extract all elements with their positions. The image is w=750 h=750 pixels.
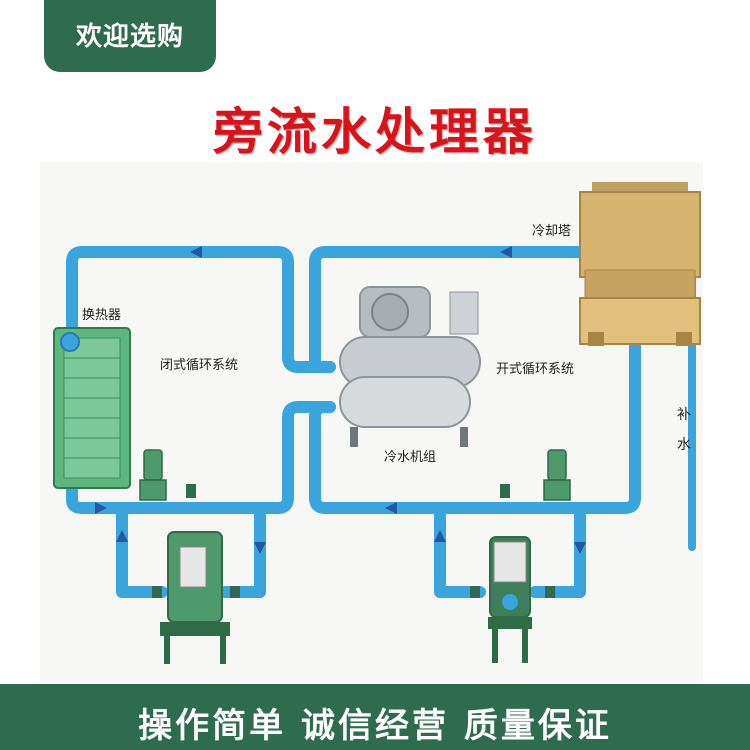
open-loop-bottom-pipe [309, 336, 641, 514]
flow-arrow [116, 530, 128, 542]
side-stream-processor-right [488, 536, 532, 663]
closed-loop-label: 闭式循环系统 [160, 358, 239, 373]
flow-arrow [254, 542, 266, 554]
chiller-unit [339, 286, 481, 447]
closed-loop-top-pipe [66, 246, 336, 373]
flow-arrow [190, 246, 202, 258]
flow-arrow [95, 502, 107, 514]
side-stream-processor-left [160, 531, 230, 664]
valve-icon [545, 586, 555, 598]
cooling-tower-label: 冷却塔 [532, 224, 572, 239]
footer-banner: 操作简单 诚信经营 质量保证 [0, 684, 750, 750]
flow-arrow [574, 542, 586, 554]
system-diagram: 换热器 闭式循环系统 冷却塔 开式循环系统 冷水机组 补水 [40, 162, 703, 682]
open-loop-top-pipe [304, 246, 616, 373]
flow-arrow [434, 530, 446, 542]
page-title: 旁流水处理器 [213, 102, 537, 161]
valve-icon [500, 484, 510, 498]
welcome-badge: 欢迎选购 [44, 0, 216, 72]
open-loop-label: 开式循环系统 [496, 362, 575, 377]
pump-left [139, 449, 167, 501]
flow-arrow [500, 246, 512, 258]
valve-icon [152, 586, 162, 598]
valve-icon [470, 586, 480, 598]
pump-right [543, 449, 571, 501]
flow-arrow [385, 502, 397, 514]
closed-loop-bottom-pipe [94, 401, 336, 514]
chiller-label: 冷水机组 [384, 450, 437, 465]
pipe-diagram-svg [53, 182, 701, 664]
welcome-badge-text: 欢迎选购 [75, 22, 184, 52]
cooling-tower-unit [579, 182, 701, 346]
valve-icon [186, 484, 196, 498]
closed-loop-left-pipe [66, 334, 106, 514]
makeup-water-label: 补水 [677, 407, 691, 453]
heat-exchanger-unit [53, 327, 131, 489]
heat-exchanger-label: 换热器 [82, 308, 122, 323]
footer-slogan: 操作简单 诚信经营 质量保证 [138, 706, 612, 746]
valve-icon [230, 586, 240, 598]
